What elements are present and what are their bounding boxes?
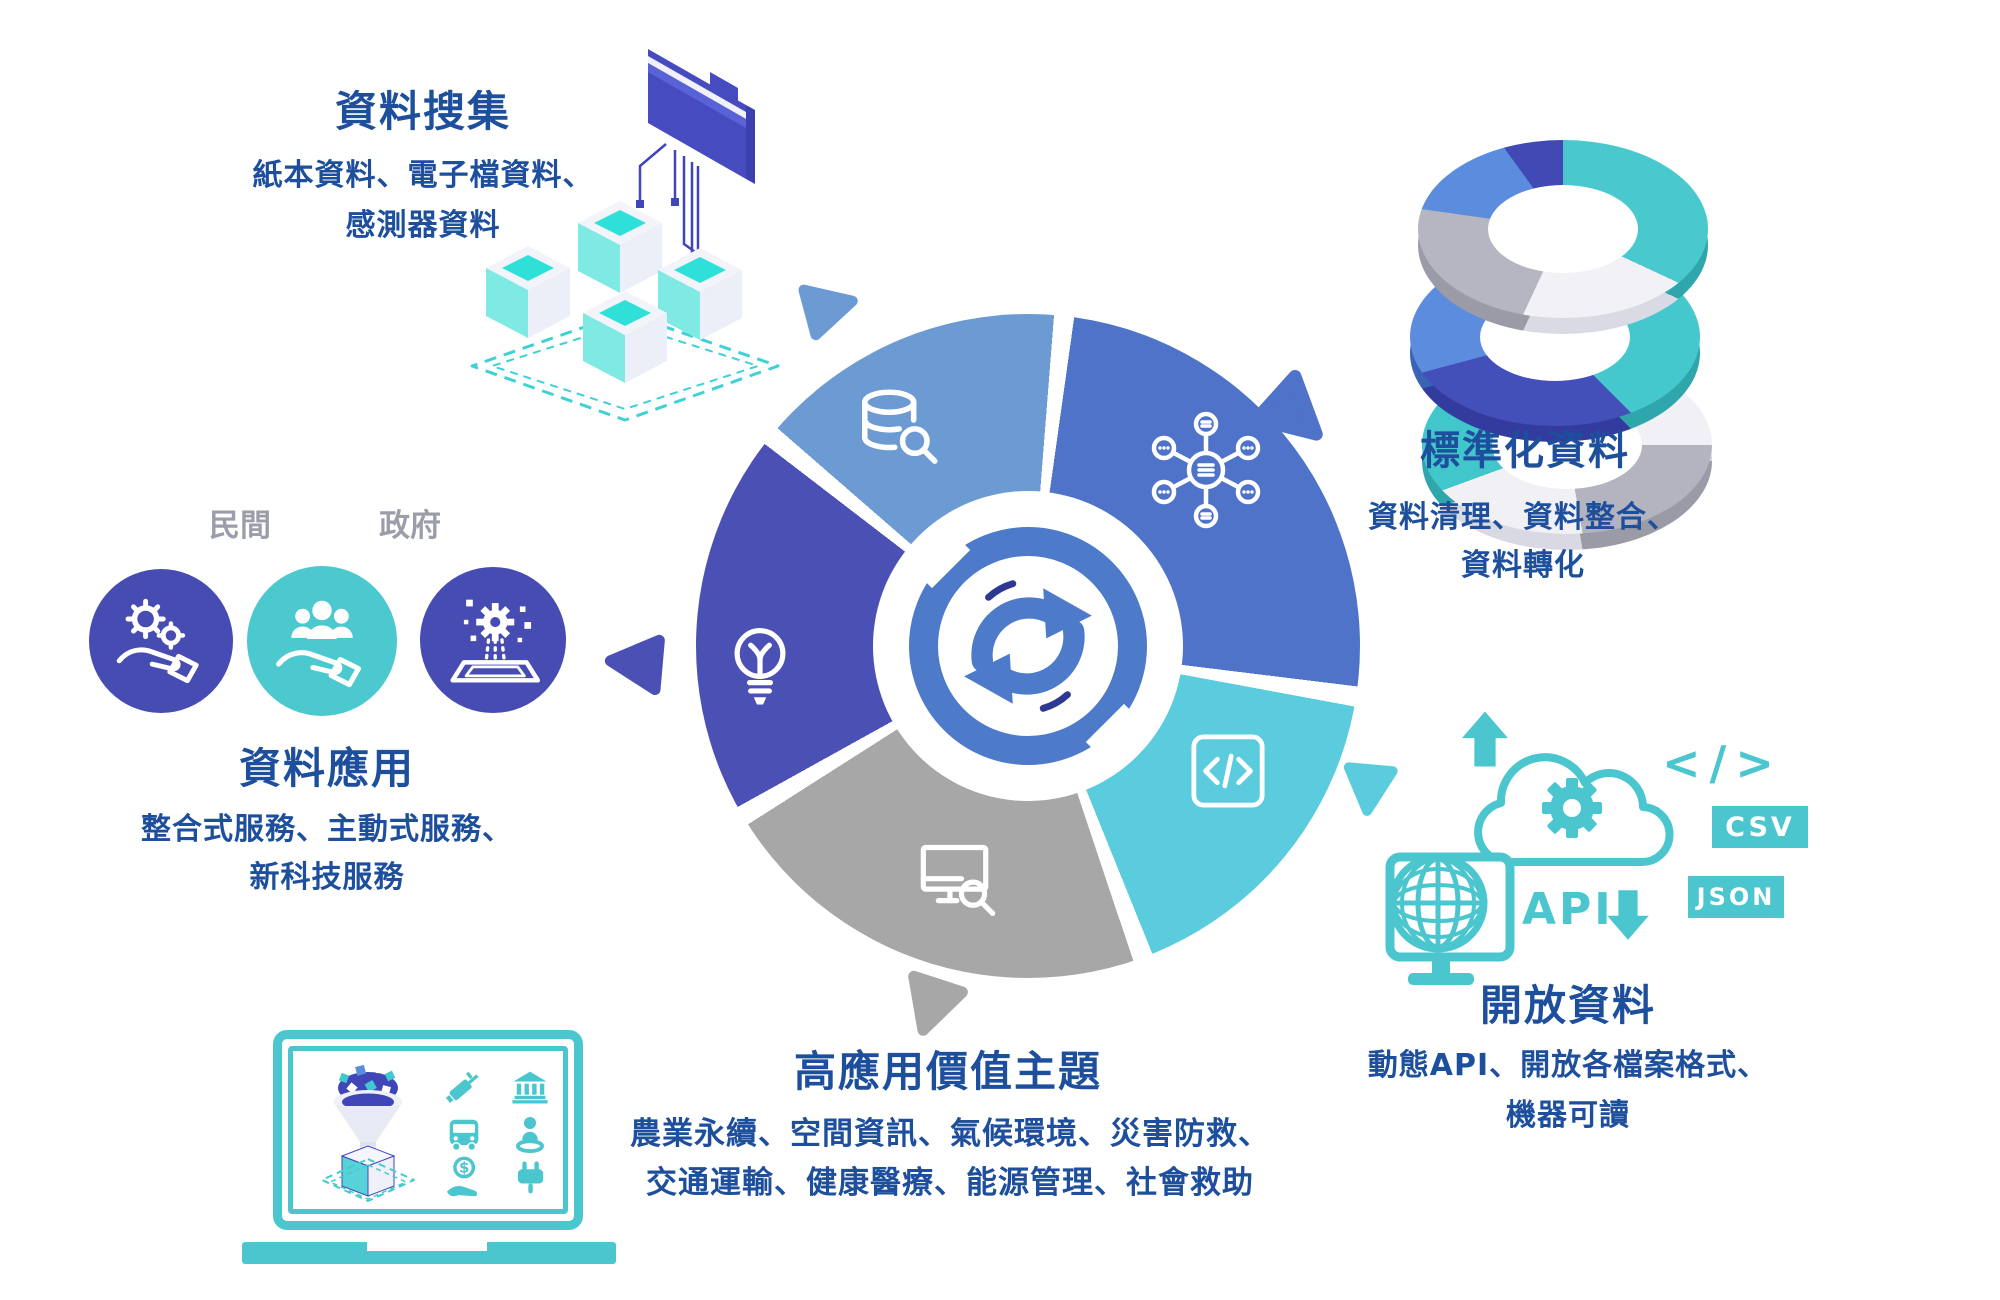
collect-desc-line1: 紙本資料、電子檔資料、 [252,158,594,193]
plug-icon [517,1161,544,1194]
platform-outline-icon [470,311,780,422]
database-search-icon [862,389,938,464]
apply-desc-line1: 整合式服務、主動式服務、 [141,812,513,847]
apply-circle-private-service [89,569,233,713]
standardized-rings-illustration [1408,140,1718,560]
apply-title: 資料應用 [238,744,415,793]
data-cycle-wheel [696,314,1360,978]
code-glyph: </> [1662,736,1783,790]
open-title: 開放資料 [1479,981,1656,1030]
csv-badge: CSV [1712,806,1808,848]
money-hand-icon: $ [446,1156,478,1197]
laptop-base [242,1242,616,1264]
data-collection-illustration [470,49,780,422]
hand-gears-icon [116,598,199,684]
topics-title: 高應用價值主題 [793,1047,1102,1096]
flow-arrow-indigo [604,634,665,696]
standardize-desc-line2: 資料轉化 [1461,548,1585,583]
lightbulb-icon [734,628,786,705]
flow-arrow-lightblue [798,284,858,341]
network-nodes-icon [1151,411,1261,529]
bus-icon [449,1119,479,1152]
apply-circle-people-service [247,566,397,716]
flow-arrow-teal [1343,762,1398,816]
open-desc-line2: 機器可讀 [1506,1098,1630,1133]
ring-top-hole [1488,185,1638,273]
folder-icon [648,49,755,184]
cloud-gear-icon [1474,753,1674,867]
laptop-screen-frame [273,1030,583,1230]
download-arrow-icon [1607,890,1649,940]
standardize-desc-line1: 資料清理、資料整合、 [1368,500,1678,535]
bank-icon [512,1071,548,1104]
data-funnel-icon [321,1062,415,1202]
flow-arrow-gray [908,970,968,1036]
apply-circle-tech-service [420,567,566,713]
collect-title: 資料搜集 [334,87,511,136]
api-label: API [1522,884,1614,935]
monitor-search-icon [920,844,996,916]
upload-arrow-icon [1461,711,1509,767]
topics-desc-line1: 農業永續、空間資訊、氣候環境、災害防救、 [630,1116,1270,1152]
label-private: 民間 [209,508,271,544]
svg-text:$: $ [459,1159,469,1177]
label-government: 政府 [379,508,441,544]
open-desc-line1: 動態API、開放各檔案格式、 [1367,1048,1769,1083]
sync-arrows-icon [964,580,1092,712]
laptop-screen-inner [288,1046,568,1214]
laptop-illustration: $ [240,1026,620,1266]
json-badge: JSON [1688,876,1784,918]
collect-desc-line2: 感測器資料 [345,208,501,243]
hand-people-icon [276,600,362,688]
pixel-gear-tray-icon [450,599,541,683]
topics-desc-line2: 交通運輸、健康醫療、能源管理、社會救助 [646,1165,1254,1201]
standardize-title: 標準化資料 [1420,428,1630,474]
code-window-icon [1191,734,1265,808]
flow-arrow-blue [1250,369,1323,441]
open-data-illustration: API </> CSV JSON [1356,700,1826,1000]
apply-desc-line2: 新科技服務 [249,860,405,895]
syringe-icon [445,1071,479,1103]
laptop-base-notch [367,1242,487,1251]
globe-monitor-icon [1385,852,1515,985]
person-location-icon [515,1116,545,1153]
